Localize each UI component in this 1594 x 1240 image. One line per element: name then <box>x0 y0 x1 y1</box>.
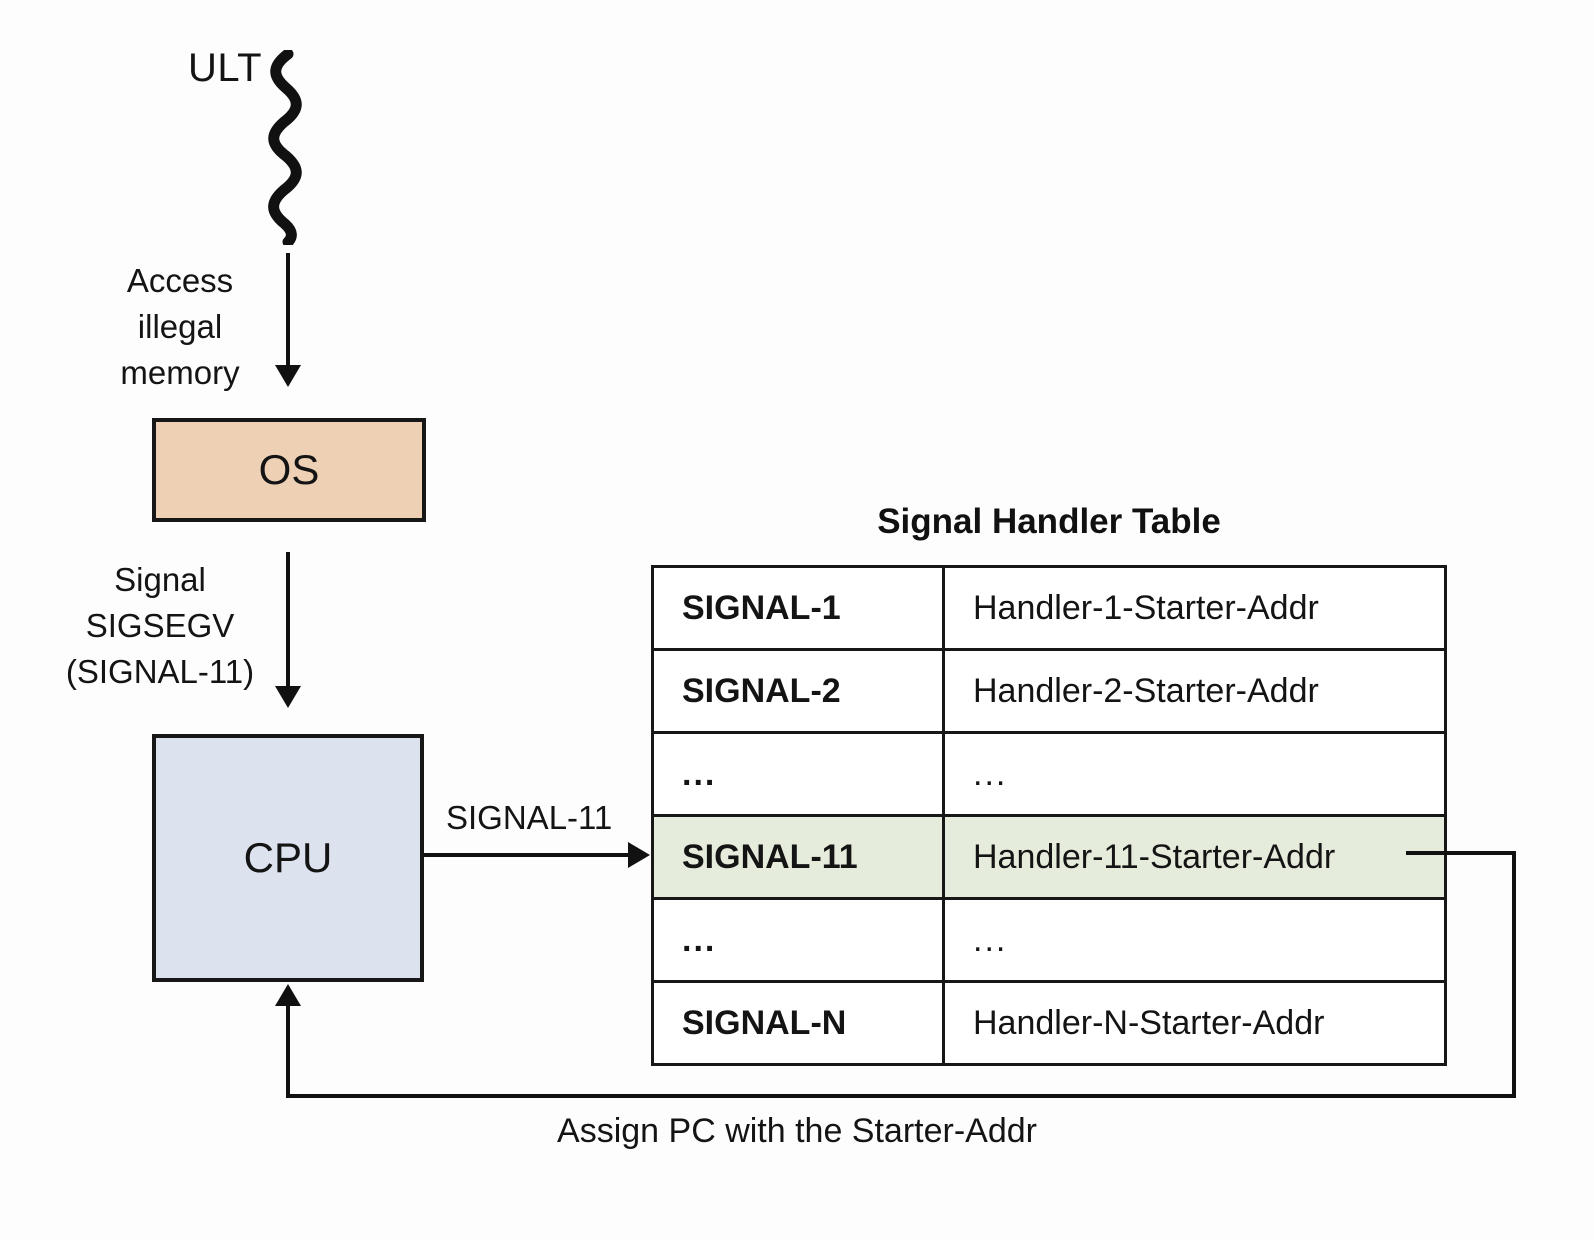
edge-label-line-2: illegal <box>137 308 223 345</box>
signal-handler-table-title: Signal Handler Table <box>877 502 1221 541</box>
edge-os-to-cpu-arrowhead <box>275 686 301 708</box>
thread-squiggle-icon <box>268 50 302 245</box>
table-cell-signal: SIGNAL-N <box>651 980 945 1066</box>
edge-label-line-2: SIGSEGV <box>85 607 235 644</box>
edge-label-signal-sigsegv: Signal SIGSEGV (SIGNAL-11) <box>55 557 265 695</box>
signal-handler-table: SIGNAL-1 Handler-1-Starter-Addr SIGNAL-2… <box>651 565 1447 1066</box>
table-cell-handler: ... <box>942 731 1447 817</box>
edge-thread-to-os-arrowhead <box>275 365 301 387</box>
table-row[interactable]: ... ... <box>651 731 1447 817</box>
node-cpu-label: CPU <box>243 834 333 881</box>
table-row[interactable]: SIGNAL-2 Handler-2-Starter-Addr <box>651 648 1447 734</box>
table-row[interactable]: SIGNAL-1 Handler-1-Starter-Addr <box>651 565 1447 651</box>
table-row[interactable]: SIGNAL-N Handler-N-Starter-Addr <box>651 980 1447 1066</box>
ult-label: ULT <box>188 46 263 90</box>
edge-label-assign-pc: Assign PC with the Starter-Addr <box>557 1112 1037 1150</box>
edge-label-line-3: memory <box>120 354 240 391</box>
edge-label-line-3: (SIGNAL-11) <box>65 653 255 690</box>
edge-feedback-segment-up <box>286 1006 290 1098</box>
node-cpu[interactable]: CPU <box>152 734 424 982</box>
edge-label-line-1: Signal <box>114 561 206 598</box>
table-cell-signal: SIGNAL-1 <box>651 565 945 651</box>
edge-feedback-segment-down <box>1512 851 1516 1098</box>
edge-os-to-cpu-line <box>286 552 290 690</box>
edge-thread-to-os-line <box>286 253 290 369</box>
edge-cpu-to-table-arrowhead <box>628 842 650 868</box>
edge-label-signal-11: SIGNAL-11 <box>446 799 613 836</box>
table-cell-signal: SIGNAL-11 <box>651 814 945 900</box>
table-cell-handler: Handler-N-Starter-Addr <box>942 980 1447 1066</box>
edge-feedback-arrowhead <box>275 984 301 1006</box>
table-cell-signal: SIGNAL-2 <box>651 648 945 734</box>
table-cell-handler: Handler-2-Starter-Addr <box>942 648 1447 734</box>
table-cell-handler: ... <box>942 897 1447 983</box>
node-os[interactable]: OS <box>152 418 426 522</box>
node-os-label: OS <box>258 446 320 493</box>
table-cell-handler: Handler-1-Starter-Addr <box>942 565 1447 651</box>
edge-cpu-to-table-line <box>424 853 629 857</box>
edge-label-line-1: Access <box>126 262 234 299</box>
table-row-highlighted[interactable]: SIGNAL-11 Handler-11-Starter-Addr <box>651 814 1447 900</box>
table-cell-signal: ... <box>651 731 945 817</box>
table-cell-signal: ... <box>651 897 945 983</box>
table-cell-handler: Handler-11-Starter-Addr <box>942 814 1447 900</box>
table-row[interactable]: ... ... <box>651 897 1447 983</box>
edge-feedback-segment-bottom <box>286 1094 1516 1098</box>
edge-feedback-segment-right <box>1406 851 1516 855</box>
edge-label-access-illegal-memory: Access illegal memory <box>100 258 260 396</box>
